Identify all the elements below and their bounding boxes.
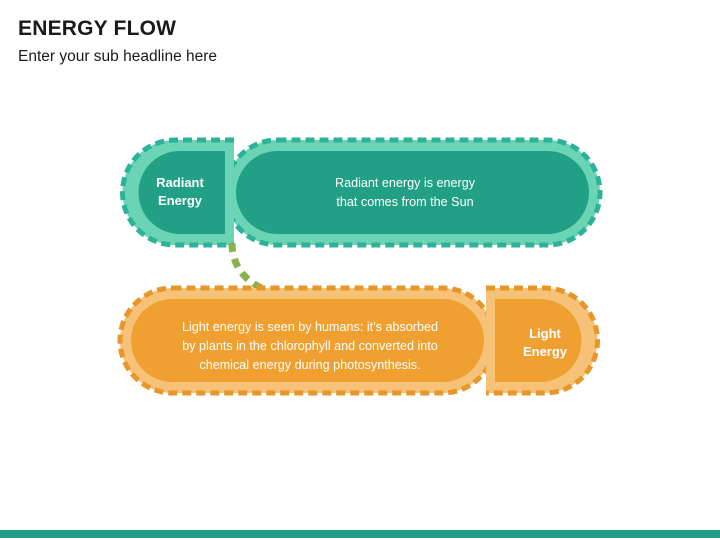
light-label-fill	[495, 299, 582, 382]
header: ENERGY FLOW Enter your sub headline here	[18, 16, 618, 68]
page-title: ENERGY FLOW	[18, 17, 177, 40]
radiant-body-fill	[236, 151, 589, 234]
radiant-label-fill	[138, 151, 225, 234]
light-body-fill	[131, 299, 484, 382]
light-body-shape[interactable]	[117, 285, 498, 396]
radiant-label-shape[interactable]	[120, 137, 234, 248]
row-light-energy[interactable]	[117, 284, 600, 397]
light-label-dashed-border	[486, 285, 600, 396]
connector-radiant-to-light	[228, 242, 274, 296]
light-label-shape[interactable]	[486, 285, 600, 396]
footer-accent-bar	[0, 530, 720, 538]
radiant-label-dashed-border	[120, 137, 234, 248]
page-subtitle: Enter your sub headline here	[18, 48, 218, 65]
radiant-body-shape[interactable]	[222, 137, 603, 248]
row-radiant-energy[interactable]	[120, 136, 603, 249]
dashed-curved-arrow-icon	[228, 242, 274, 296]
